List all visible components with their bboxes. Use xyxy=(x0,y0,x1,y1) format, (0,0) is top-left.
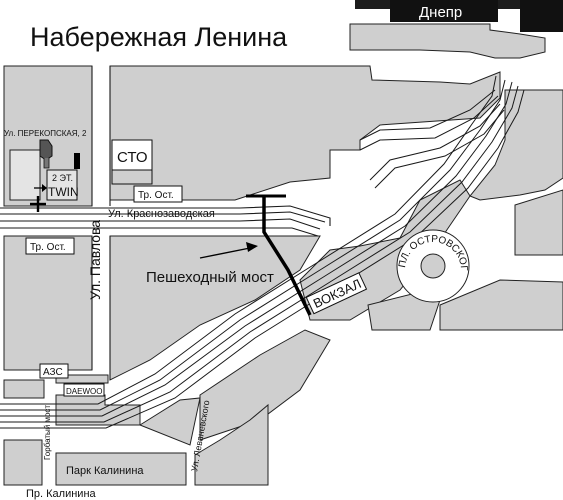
block-park-kalinina xyxy=(55,452,187,486)
cross-marker-icon xyxy=(30,196,46,212)
twin-sign: 2 ЭТ. TWIN xyxy=(46,169,79,201)
building-perekopskaya xyxy=(9,149,41,201)
block-west-lower xyxy=(3,235,93,371)
river-label: Днепр xyxy=(419,4,462,21)
block-east-upper xyxy=(469,89,563,201)
street-pavlova-label: Ул. Павлова xyxy=(87,220,103,300)
block-central xyxy=(109,235,321,381)
block-east-mid xyxy=(514,189,563,256)
building-marker xyxy=(74,153,80,169)
street-perekopskaya-label: Ул. ПЕРЕКОПСКАЯ, 2 xyxy=(4,129,87,138)
map-title: Набережная Ленина xyxy=(30,22,288,52)
block-southeast xyxy=(439,279,563,331)
street-krasnozavodskaya-label: Ул. Краснозаводская xyxy=(108,208,215,220)
block-lower-mid xyxy=(199,329,331,441)
sto-label: СТО xyxy=(117,149,148,166)
road-pavlova xyxy=(91,66,111,380)
floor-label: 2 ЭТ. xyxy=(52,173,73,183)
block-levanevskogo xyxy=(194,403,269,486)
azs-sign: АЗС xyxy=(39,363,69,379)
twin-label: TWIN xyxy=(48,185,79,199)
railway xyxy=(0,75,525,429)
bridge-label: Пешеходный мост xyxy=(146,269,274,286)
tram-stop-north-label: Тр. Ост. xyxy=(138,190,174,201)
block-left-small-2 xyxy=(3,439,43,486)
bridge-pointer-arrow-icon xyxy=(199,242,258,259)
pointing-hand-icon xyxy=(39,139,53,169)
block-lower-triangle xyxy=(138,397,201,446)
arrow-right-icon xyxy=(34,184,47,192)
block-top-strip xyxy=(349,23,546,59)
gorbaty-most-label: Горбатый мост xyxy=(43,405,52,460)
sto-sign: СТО xyxy=(111,139,153,185)
block-left-small-1 xyxy=(3,379,45,399)
river-dnepr: Днепр xyxy=(355,0,563,32)
street-kalinina-label: Пр. Калинина xyxy=(26,488,97,500)
tram-stop-north: Тр. Ост. xyxy=(133,185,183,203)
block-north-main xyxy=(109,65,501,201)
daewoo-sign: DAEWOO xyxy=(63,383,105,397)
pedestrian-bridge xyxy=(246,194,312,316)
azs-label: АЗС xyxy=(43,367,63,378)
block-azs-strip xyxy=(55,374,109,384)
park-kalinina-label: Парк Калинина xyxy=(66,465,144,477)
tram-stop-west-label: Тр. Ост. xyxy=(30,242,66,253)
daewoo-label: DAEWOO xyxy=(66,387,102,396)
tram-stop-west: Тр. Ост. xyxy=(25,237,75,255)
